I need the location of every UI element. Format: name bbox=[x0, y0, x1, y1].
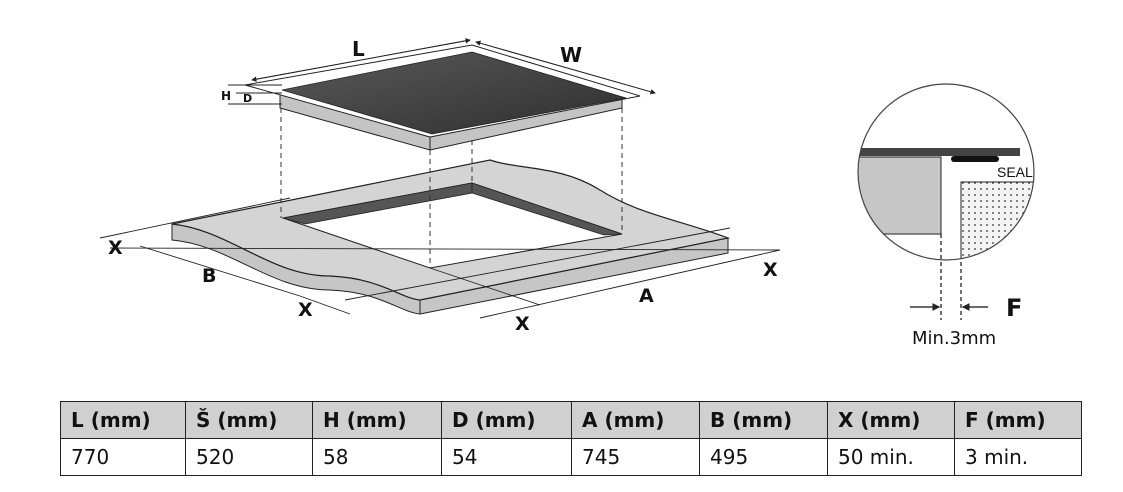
installation-diagram: L W H D X B X X A X SEAL F Min.3mm bbox=[99, 37, 1035, 349]
gap-note: Min.3mm bbox=[912, 328, 996, 349]
header-h: H (mm) bbox=[312, 401, 442, 439]
label-x-right: X bbox=[763, 259, 778, 281]
hob bbox=[244, 44, 641, 151]
label-w: W bbox=[560, 43, 582, 67]
label-l: L bbox=[352, 37, 365, 61]
label-x-left: X bbox=[108, 237, 123, 259]
worktop bbox=[171, 159, 731, 315]
cell-x: 50 min. bbox=[827, 438, 955, 476]
label-f: F bbox=[1006, 294, 1022, 322]
label-x-bottom-left: X bbox=[298, 299, 313, 321]
header-x: X (mm) bbox=[827, 401, 955, 439]
cell-h: 58 bbox=[312, 438, 442, 476]
cell-l: 770 bbox=[60, 438, 186, 476]
label-d: D bbox=[243, 92, 252, 105]
dimension-lines bbox=[99, 38, 781, 319]
dimensions-table: L (mm) Š (mm) H (mm) D (mm) A (mm) B (mm… bbox=[60, 401, 1082, 476]
header-b: B (mm) bbox=[699, 401, 828, 439]
header-a: A (mm) bbox=[571, 401, 700, 439]
label-x-bottom: X bbox=[515, 313, 530, 335]
label-a: A bbox=[639, 285, 654, 307]
label-b: B bbox=[202, 265, 216, 287]
seal-label: SEAL bbox=[997, 164, 1033, 180]
cell-f: 3 min. bbox=[954, 438, 1082, 476]
header-f: F (mm) bbox=[954, 401, 1082, 439]
cell-a: 745 bbox=[571, 438, 700, 476]
cell-b: 495 bbox=[699, 438, 828, 476]
cell-d: 54 bbox=[441, 438, 572, 476]
header-s: Š (mm) bbox=[185, 401, 313, 439]
table-header-row: L (mm) Š (mm) H (mm) D (mm) A (mm) B (mm… bbox=[60, 401, 1082, 439]
seal-detail: SEAL F Min.3mm bbox=[857, 83, 1035, 349]
label-h: H bbox=[221, 89, 231, 103]
cell-s: 520 bbox=[185, 438, 313, 476]
table-row: 770 520 58 54 745 495 50 min. 3 min. bbox=[60, 438, 1082, 476]
header-d: D (mm) bbox=[441, 401, 572, 439]
header-l: L (mm) bbox=[60, 401, 186, 439]
